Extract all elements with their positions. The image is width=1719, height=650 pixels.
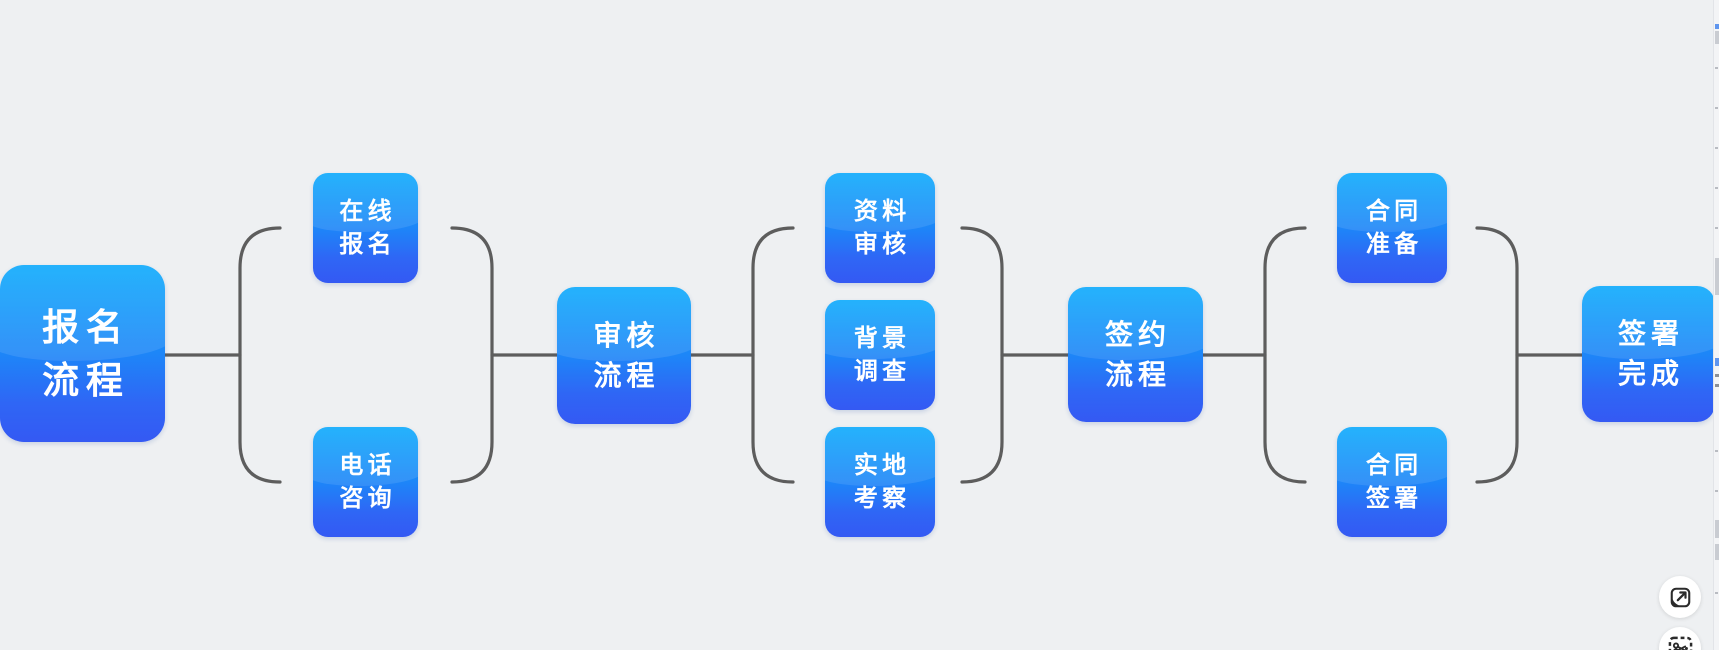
node-signing-process[interactable]: 签约 流程: [1068, 287, 1203, 422]
panel-fragment: [1715, 592, 1718, 594]
node-label-line: 流程: [42, 359, 130, 401]
node-label-line: 签署: [1617, 318, 1685, 349]
screenshot-button[interactable]: [1659, 627, 1701, 650]
node-contract-signing[interactable]: 合同 签署: [1337, 427, 1447, 537]
panel-fragment: [1715, 107, 1718, 109]
node-label-line: 合同: [1365, 198, 1423, 225]
node-label-line: 资料: [853, 198, 911, 225]
node-label-line: 考察: [853, 485, 911, 512]
node-label-line: 电话: [339, 452, 396, 479]
fit-to-screen-button[interactable]: [1659, 576, 1701, 618]
node-label-line: 调查: [853, 358, 911, 385]
node-label-line: 实地: [853, 452, 911, 479]
node-label-line: 完成: [1617, 358, 1685, 389]
panel-fragment: [1715, 258, 1719, 295]
expand-arrow-icon: [1670, 587, 1690, 607]
panel-fragment: [1715, 24, 1719, 29]
node-label-line: 在线: [339, 198, 396, 225]
node-label-line: 准备: [1365, 231, 1423, 258]
node-background-check[interactable]: 背景 调查: [825, 300, 935, 410]
node-phone-consultation[interactable]: 电话 咨询: [313, 427, 418, 537]
panel-fragment: [1715, 544, 1719, 560]
node-label-line: 咨询: [339, 485, 396, 512]
connector-group: [163, 226, 1584, 484]
panel-fragment: [1715, 147, 1718, 149]
node-review-process[interactable]: 审核 流程: [557, 287, 691, 424]
node-label-line: 流程: [593, 359, 660, 391]
node-label-line: 签约: [1104, 318, 1172, 350]
panel-fragment: [1715, 67, 1718, 69]
node-document-review[interactable]: 资料 审核: [825, 173, 935, 283]
panel-fragment: [1715, 358, 1719, 366]
screenshot-scissors-icon: [1668, 636, 1692, 650]
node-label-line: 报名: [339, 231, 396, 258]
node-contract-preparation[interactable]: 合同 准备: [1337, 173, 1447, 283]
node-label-line: 合同: [1365, 452, 1423, 479]
node-label-line: 审核: [593, 319, 660, 351]
panel-fragment: [1715, 490, 1718, 492]
node-label-line: 报名: [42, 306, 130, 348]
clipped-panel-edge: [1713, 0, 1719, 650]
panel-fragment: [1715, 450, 1718, 452]
node-label-line: 签署: [1365, 485, 1423, 512]
panel-fragment: [1715, 384, 1719, 387]
panel-fragment: [1715, 227, 1718, 229]
node-label-line: 背景: [853, 325, 911, 352]
node-registration-process[interactable]: 报名 流程: [0, 265, 165, 442]
node-label-line: 审核: [853, 231, 911, 258]
panel-fragment: [1715, 520, 1719, 538]
node-online-registration[interactable]: 在线 报名: [313, 173, 418, 283]
node-site-visit[interactable]: 实地 考察: [825, 427, 935, 537]
panel-fragment: [1715, 31, 1719, 44]
panel-fragment: [1715, 187, 1718, 189]
panel-fragment: [1715, 374, 1719, 377]
node-signing-complete[interactable]: 签署 完成: [1582, 286, 1715, 422]
node-label-line: 流程: [1104, 358, 1172, 390]
